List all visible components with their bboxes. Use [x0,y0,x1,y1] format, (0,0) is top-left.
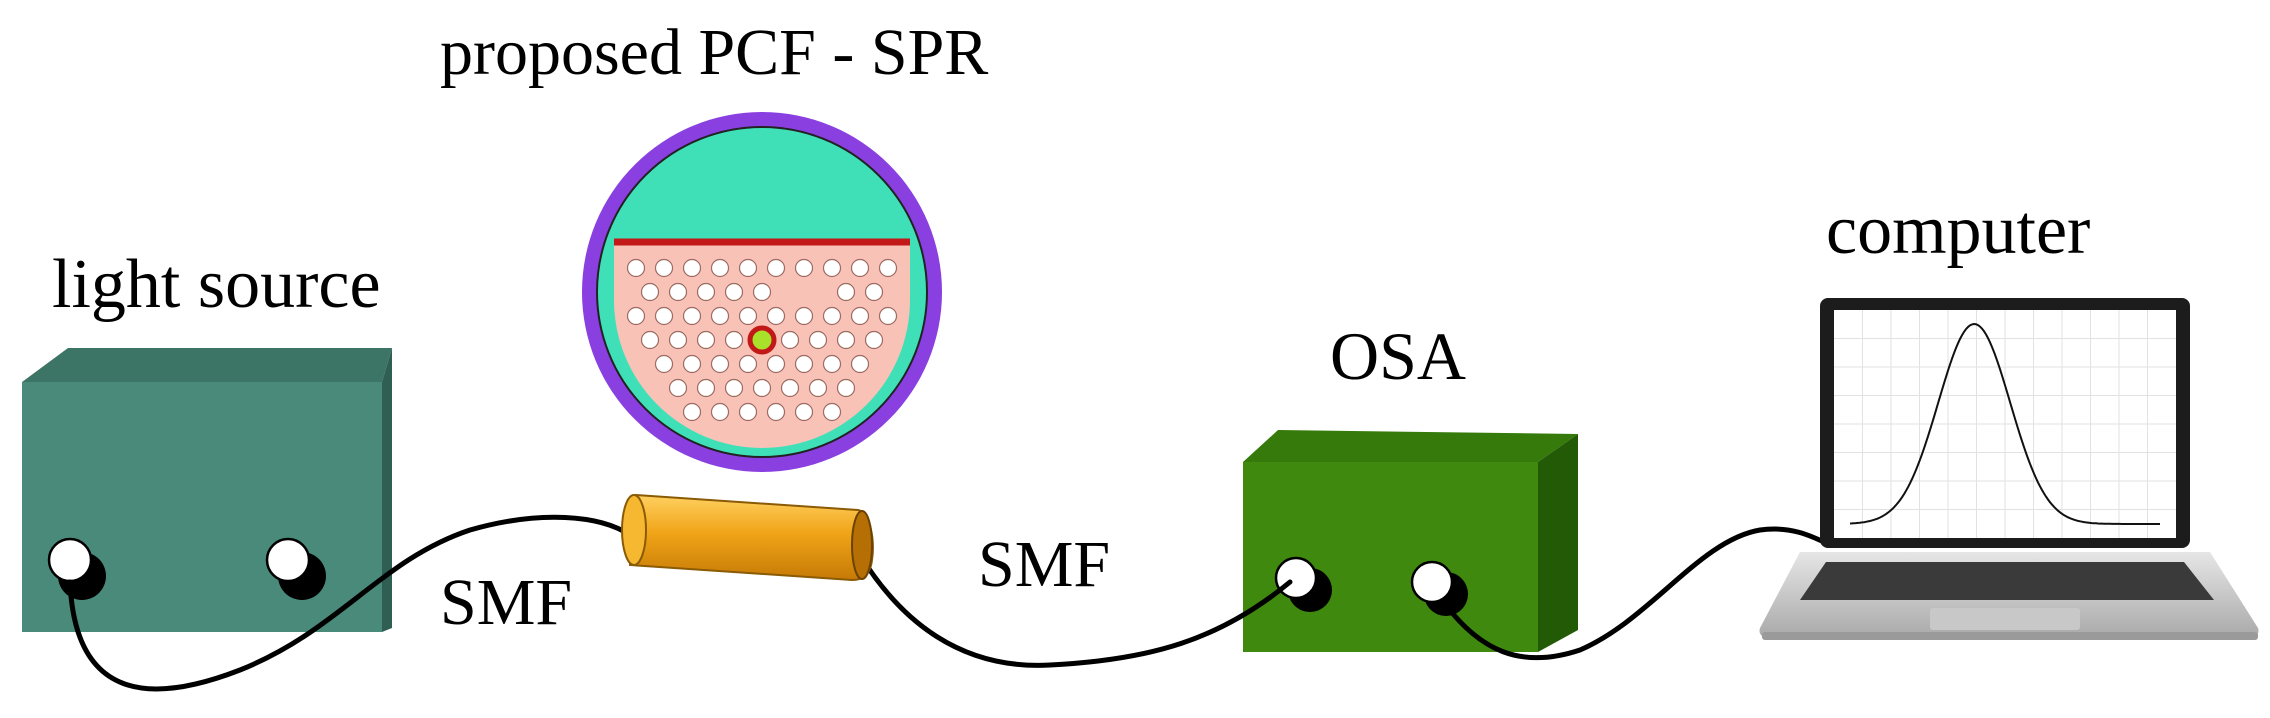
air-hole [836,282,856,302]
light-source-side [382,348,392,632]
air-hole [822,402,842,422]
air-hole [626,306,646,326]
air-hole [794,354,814,374]
air-hole [710,402,730,422]
air-hole [696,282,716,302]
light-source-box [22,348,392,632]
air-hole [724,378,744,398]
air-hole [766,402,786,422]
light-source-label: light source [52,246,381,323]
air-hole [738,306,758,326]
air-hole [822,258,842,278]
air-hole [668,378,688,398]
laptop-touchpad [1930,608,2080,630]
laptop-icon [1759,298,2259,640]
air-hole [710,354,730,374]
light-source-top [22,348,392,382]
computer-label: computer [1826,192,2091,269]
laptop-keyboard [1800,562,2214,600]
air-hole [780,330,800,350]
cable-smf-to-osa [857,552,1293,668]
screen-grid [1834,310,2176,538]
air-hole [794,402,814,422]
osa-label: OSA [1330,318,1467,394]
air-hole [626,258,646,278]
air-hole [682,402,702,422]
air-hole [808,330,828,350]
air-hole [640,282,660,302]
osa-box [1243,430,1578,652]
air-hole [780,378,800,398]
air-hole [682,306,702,326]
air-hole [724,330,744,350]
air-hole [794,306,814,326]
air-hole [710,258,730,278]
pcf-title-label: proposed PCF - SPR [440,16,989,89]
air-hole [864,330,884,350]
air-hole [878,258,898,278]
air-hole [836,378,856,398]
osa-port-right [1410,560,1468,616]
pcf-air-holes [626,258,898,422]
air-hole [668,330,688,350]
air-hole [654,306,674,326]
air-hole [738,258,758,278]
light-source-port-right [265,537,326,600]
air-hole [878,306,898,326]
pcf-analyte-core [747,325,777,355]
cable-light-to-smf [67,514,633,692]
air-hole [794,258,814,278]
air-hole [654,258,674,278]
air-hole [724,282,744,302]
air-hole [850,354,870,374]
air-hole [682,258,702,278]
air-hole [822,354,842,374]
screen-gaussian-curve [1849,322,2160,525]
air-hole [654,354,674,374]
air-hole [766,258,786,278]
air-hole [766,306,786,326]
air-hole [864,282,884,302]
air-hole [710,306,730,326]
air-hole [738,354,758,374]
air-hole [850,258,870,278]
air-hole [766,354,786,374]
air-hole [696,330,716,350]
air-hole [752,378,772,398]
air-hole [836,330,856,350]
air-hole [668,282,688,302]
smf-right-label: SMF [978,528,1111,601]
air-hole [640,330,660,350]
air-hole [682,354,702,374]
air-hole [822,306,842,326]
air-hole [808,378,828,398]
pcf-cross-section-icon [582,112,942,472]
air-hole [752,282,772,302]
air-hole [850,306,870,326]
fiber-cables [67,514,1833,692]
osa-top [1243,430,1578,462]
air-hole [738,402,758,422]
fiber-connector-icon [621,493,874,582]
osa-side [1538,434,1578,652]
smf-left-label: SMF [440,566,573,639]
osa-front [1243,462,1538,652]
air-hole [696,378,716,398]
laptop-front-edge [1762,632,2258,640]
osa-port-left [1274,556,1332,612]
cable-osa-to-computer [1442,526,1833,661]
